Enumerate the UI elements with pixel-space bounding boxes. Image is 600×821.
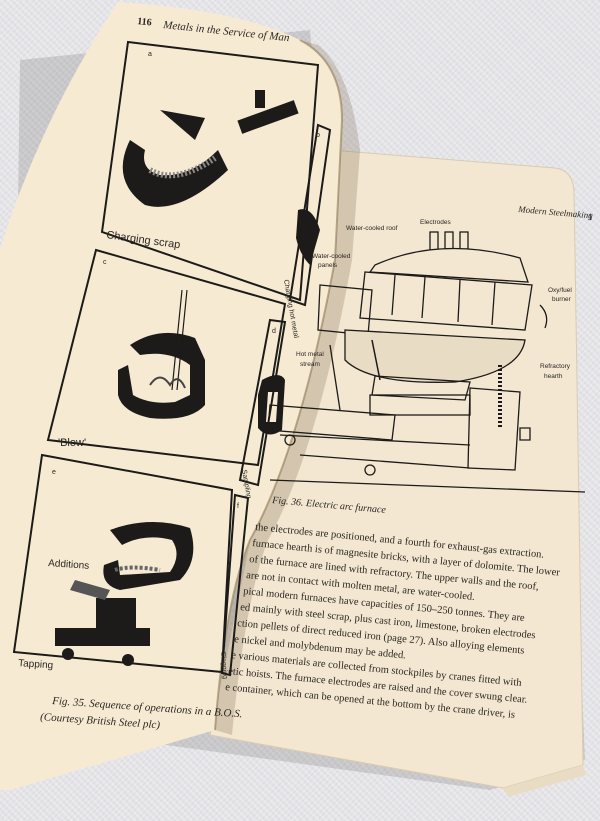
panel-e-art (55, 521, 194, 666)
panel-a-art (122, 90, 299, 207)
right-page-number: 1 (588, 212, 593, 222)
arc-furnace-diagram (267, 231, 586, 493)
label-water-cooled-roof: Water-cooled roof (346, 225, 398, 232)
label-burner-line1: Oxy/fuel (548, 287, 572, 294)
panel-b-d-f-partial (220, 209, 320, 677)
panel-f-label: Slagging (219, 652, 228, 680)
panel-c-label: 'Blow' (58, 437, 86, 449)
panel-c-letter: c (103, 259, 107, 266)
label-burner-line2: burner (552, 296, 572, 303)
panel-d-label: Sampling (240, 469, 252, 499)
label-hot-metal-line2: stream (300, 361, 320, 368)
panel-a-letter: a (148, 51, 152, 58)
panel-b-letter: b (316, 132, 320, 139)
panel-e-letter: e (52, 469, 56, 476)
panel-e-label: Tapping (18, 658, 54, 671)
panel-f-letter: f (237, 503, 239, 510)
label-hot-metal-line1: Hot metal (296, 351, 324, 358)
panel-d-letter: d (272, 328, 276, 335)
label-hearth-line1: Refractory (540, 363, 571, 370)
panel-c-art (118, 289, 205, 419)
additions-label: Additions (48, 558, 90, 572)
label-panels-line2: panels (318, 262, 338, 269)
left-page-number: 116 (137, 16, 153, 28)
label-panels-line1: Water-cooled (312, 253, 351, 260)
label-hearth-line2: hearth (544, 373, 563, 380)
label-electrodes: Electrodes (420, 219, 451, 226)
